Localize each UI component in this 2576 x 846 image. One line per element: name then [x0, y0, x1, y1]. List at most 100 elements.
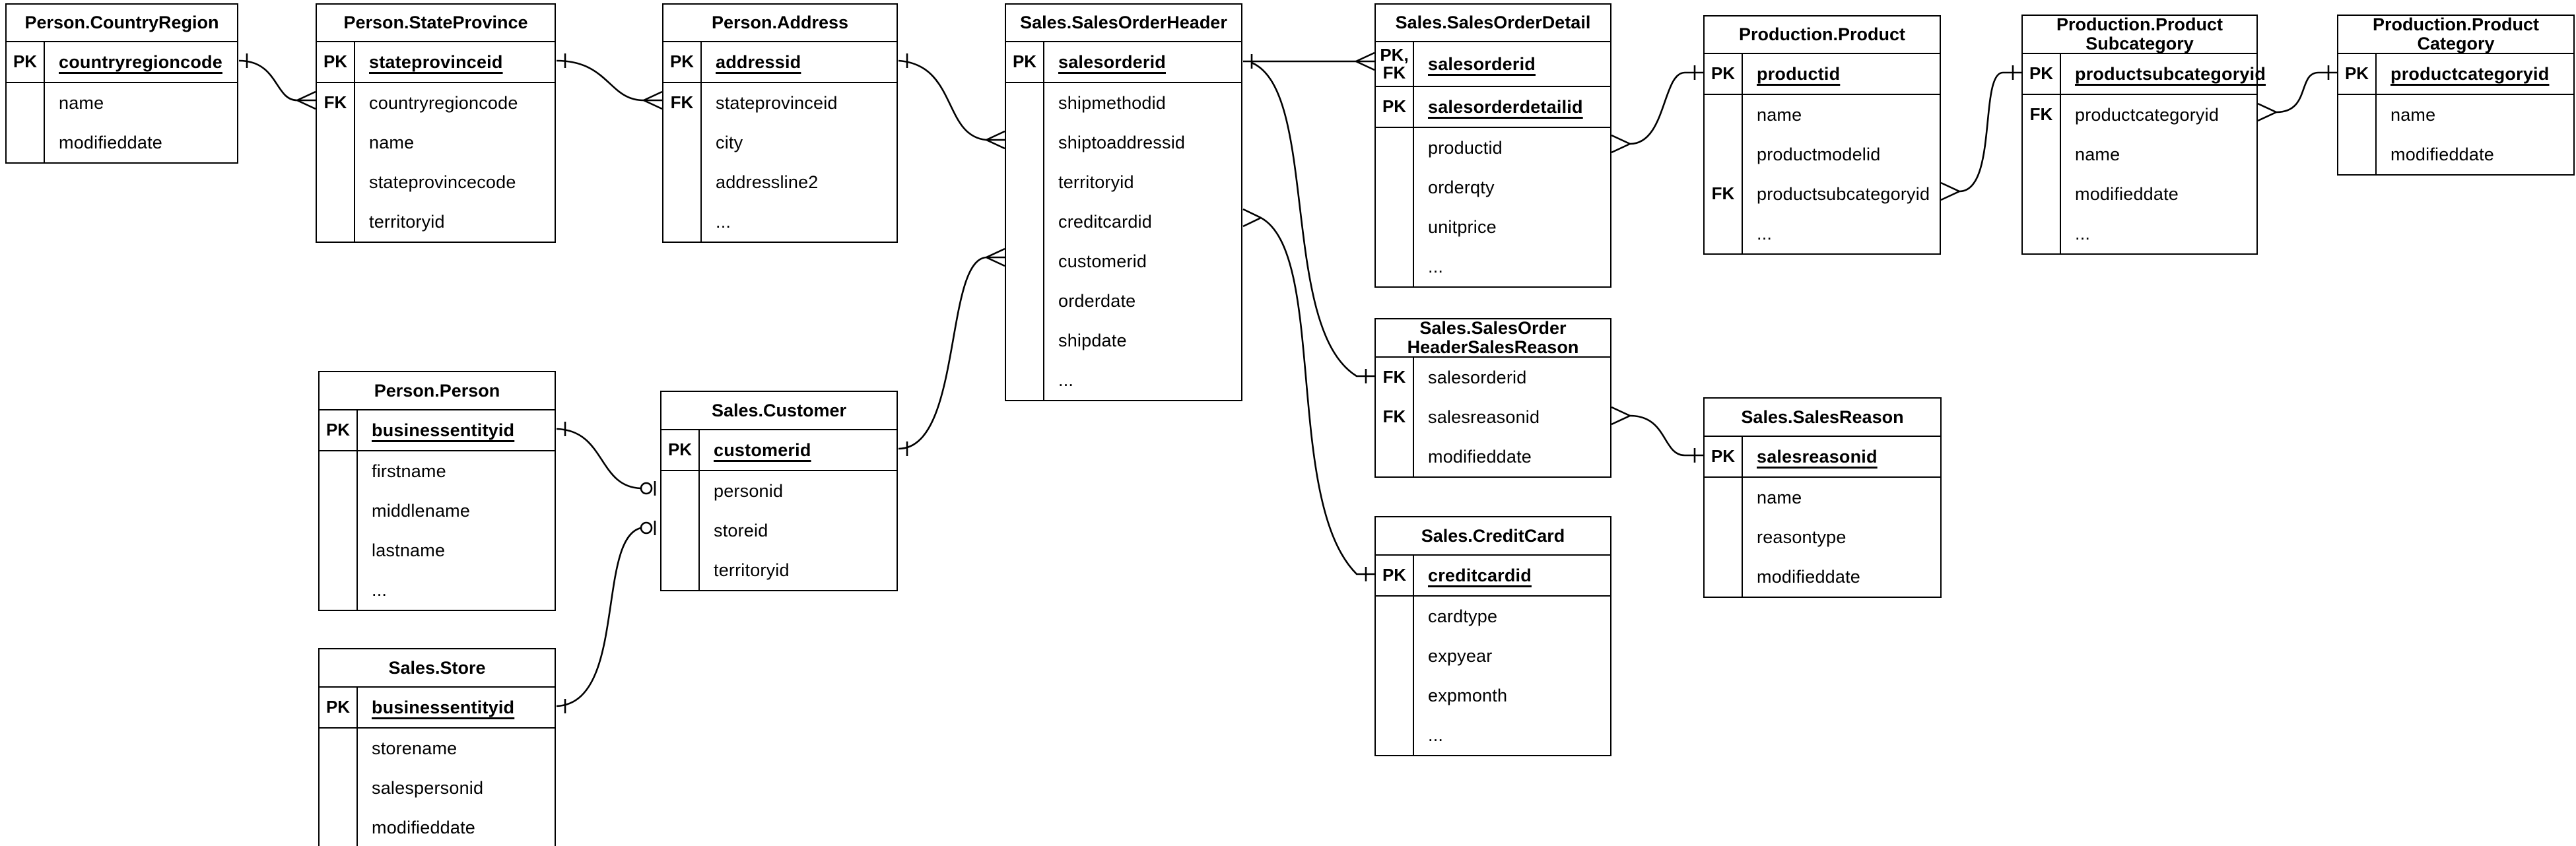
field-name: creditcardid — [1428, 565, 1532, 585]
field-name: shipmethodid — [1058, 92, 1167, 113]
field-name: middlename — [372, 500, 471, 521]
entity-title: Sales.Customer — [661, 392, 897, 430]
key-badge: PK — [320, 688, 358, 727]
table-row: ... — [320, 570, 555, 610]
table-row: orderqty — [1376, 168, 1610, 207]
key-badge — [1376, 437, 1414, 476]
key-badge — [1376, 207, 1414, 247]
entity-title: Person.CountryRegion — [7, 5, 237, 42]
key-badge: FK — [1376, 397, 1414, 437]
table-row: modifieddate — [2023, 174, 2256, 214]
entity-title: Sales.CreditCard — [1376, 517, 1610, 556]
table-row: customerid — [1006, 242, 1241, 281]
field-name: city — [716, 132, 743, 152]
field-name: shiptoaddressid — [1058, 132, 1186, 152]
key-badge — [1006, 123, 1044, 162]
key-badge — [661, 550, 700, 590]
field-name: ... — [1428, 256, 1444, 277]
field-name: creditcardid — [1058, 211, 1152, 232]
field-name: territoryid — [714, 560, 790, 580]
key-badge — [1705, 135, 1743, 174]
key-badge — [2338, 95, 2377, 135]
field-name: territoryid — [369, 211, 445, 232]
cardinality-mark-icon — [986, 247, 1005, 259]
table-row: storename — [320, 729, 555, 768]
connector-stateprovince-to-address — [556, 59, 662, 102]
field-name: customerid — [1058, 251, 1147, 271]
key-badge: FK — [1705, 174, 1743, 214]
field-name: shipdate — [1058, 330, 1127, 350]
field-name: territoryid — [1058, 172, 1134, 192]
connector-salesorderdetail-to-product — [1629, 71, 1703, 145]
table-row: territoryid — [317, 202, 555, 242]
key-badge: PK — [1006, 42, 1044, 82]
connector-productsubcategory-to-productcategory — [2276, 71, 2337, 114]
table-row: name — [1705, 478, 1940, 517]
entity-title: Sales.SalesOrderDetail — [1376, 5, 1610, 42]
entity-title: Production.Product Category — [2338, 15, 2573, 54]
key-badge: PK — [663, 42, 702, 82]
field-name: businessentityid — [372, 420, 515, 440]
cardinality-mark-icon — [1940, 181, 1960, 193]
key-badge — [1376, 676, 1414, 715]
field-name: businessentityid — [372, 697, 515, 717]
field-name: productmodelid — [1757, 144, 1881, 164]
field-name: storeid — [714, 520, 768, 540]
key-badge — [1705, 95, 1743, 135]
table-row: expyear — [1376, 636, 1610, 676]
field-name: name — [2075, 144, 2120, 164]
key-badge — [320, 570, 358, 610]
key-badge — [1705, 478, 1743, 517]
entity-title: Person.Address — [663, 5, 897, 42]
field-name: salesorderdetailid — [1428, 96, 1583, 117]
table-row: name — [1705, 95, 1940, 135]
key-badge — [2023, 174, 2061, 214]
table-row: cardtype — [1376, 597, 1610, 636]
cardinality-mark-icon — [1940, 190, 1960, 201]
key-badge — [1376, 168, 1414, 207]
entity-section: PK businessentityid — [320, 688, 555, 729]
table-row: addressline2 — [663, 162, 897, 202]
key-badge — [2023, 135, 2061, 174]
field-name: ... — [716, 211, 731, 232]
connector-product-to-productsubcategory — [1959, 71, 2021, 193]
table-row: middlename — [320, 491, 555, 531]
key-badge — [1376, 128, 1414, 168]
cardinality-mark-icon — [986, 139, 1005, 150]
cardinality-mark-icon — [1242, 208, 1262, 219]
key-badge — [1705, 214, 1743, 253]
key-badge: PK, FK — [1376, 42, 1414, 86]
key-badge — [663, 123, 702, 162]
cardinality-mark-icon — [643, 90, 663, 102]
key-badge — [7, 123, 45, 162]
field-name: modifieddate — [2390, 144, 2495, 164]
key-badge — [1376, 715, 1414, 755]
entity-title: Person.Person — [320, 372, 555, 410]
key-badge: PK — [1376, 556, 1414, 595]
key-badge — [1705, 517, 1743, 557]
key-badge: PK — [1705, 437, 1743, 476]
